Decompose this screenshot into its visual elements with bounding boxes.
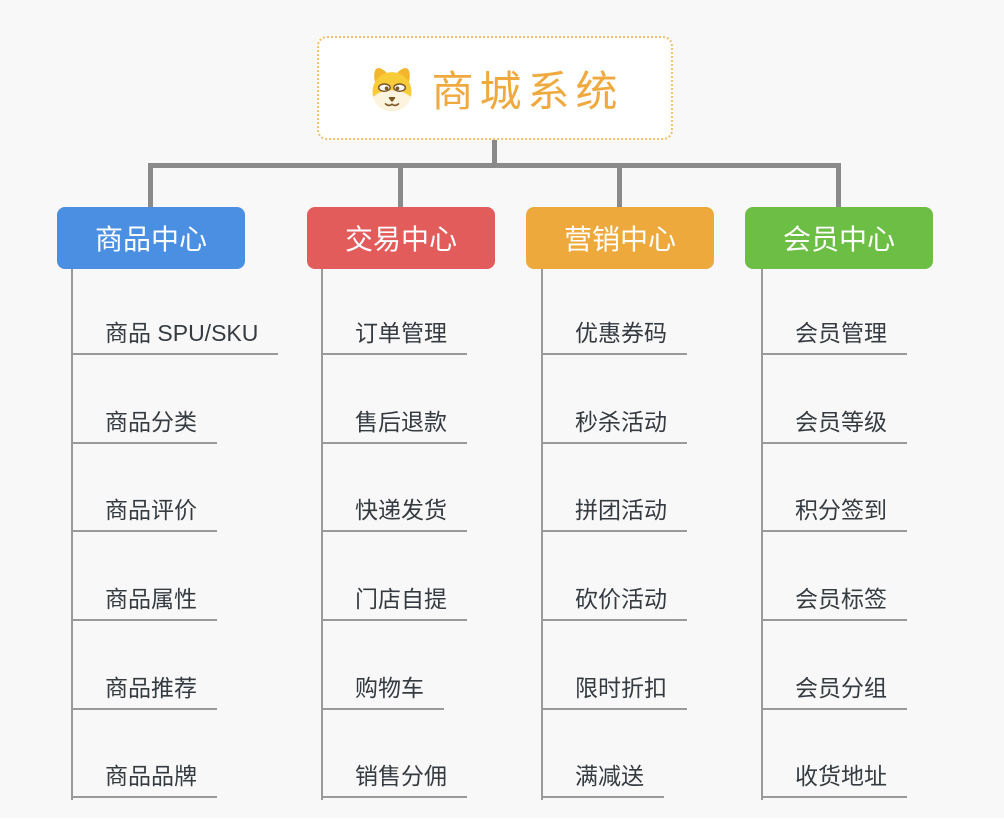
leaf-node[interactable]: 订单管理 xyxy=(321,320,467,355)
branch-header-trade-center[interactable]: 交易中心 xyxy=(307,207,495,269)
leaf-node[interactable]: 会员标签 xyxy=(761,586,907,621)
dog-face-icon xyxy=(372,68,412,112)
leaf-node[interactable]: 商品推荐 xyxy=(71,675,217,710)
leaf-node[interactable]: 门店自提 xyxy=(321,586,467,621)
root-title: 商城系统 xyxy=(431,67,624,115)
leaf-node[interactable]: 积分签到 xyxy=(761,497,907,532)
branch-header-product-center[interactable]: 商品中心 xyxy=(57,207,245,269)
connector-bus xyxy=(148,163,841,168)
leaf-node[interactable]: 限时折扣 xyxy=(541,675,687,710)
branch-spine-member xyxy=(761,269,763,800)
branch-header-marketing-center[interactable]: 营销中心 xyxy=(526,207,714,269)
leaf-node[interactable]: 商品 SPU/SKU xyxy=(71,320,279,355)
leaf-node[interactable]: 商品品牌 xyxy=(71,763,217,798)
connector-drop-product xyxy=(148,165,153,207)
branch-header-member-center[interactable]: 会员中心 xyxy=(745,207,933,269)
branch-spine-trade xyxy=(321,269,323,800)
leaf-node[interactable]: 会员等级 xyxy=(761,409,907,444)
leaf-node[interactable]: 会员分组 xyxy=(761,675,907,710)
connector-drop-member xyxy=(836,165,841,207)
leaf-node[interactable]: 秒杀活动 xyxy=(541,409,687,444)
leaf-node[interactable]: 收货地址 xyxy=(761,763,907,798)
leaf-node[interactable]: 销售分佣 xyxy=(321,763,467,798)
leaf-node[interactable]: 商品评价 xyxy=(71,497,217,532)
leaf-node[interactable]: 砍价活动 xyxy=(541,586,687,621)
leaf-node[interactable]: 优惠券码 xyxy=(541,320,687,355)
leaf-node[interactable]: 购物车 xyxy=(321,675,444,710)
leaf-node[interactable]: 售后退款 xyxy=(321,409,467,444)
leaf-node[interactable]: 商品分类 xyxy=(71,409,217,444)
leaf-node[interactable]: 会员管理 xyxy=(761,320,907,355)
leaf-node[interactable]: 快递发货 xyxy=(321,497,467,532)
leaf-node[interactable]: 满减送 xyxy=(541,763,664,798)
canvas-bottom-edge xyxy=(0,818,1004,840)
leaf-node[interactable]: 拼团活动 xyxy=(541,497,687,532)
connector-root-stem xyxy=(492,140,497,166)
connector-drop-marketing xyxy=(617,165,622,207)
branch-spine-marketing xyxy=(541,269,543,800)
connector-drop-trade xyxy=(398,165,403,207)
branch-spine-product xyxy=(71,269,73,800)
leaf-node[interactable]: 商品属性 xyxy=(71,586,217,621)
root-node[interactable]: 商城系统 xyxy=(317,36,673,140)
